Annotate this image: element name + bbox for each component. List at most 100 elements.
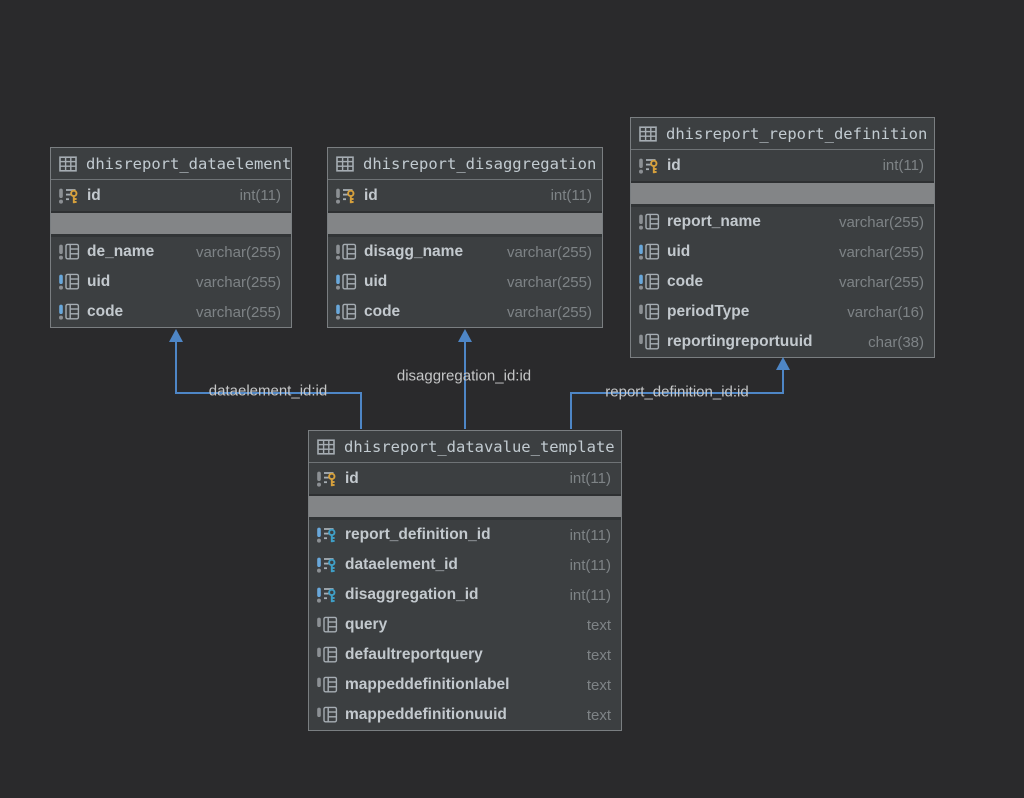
column-icon [639,273,660,290]
column-type: varchar(255) [195,303,281,321]
column-name: defaultreportquery [345,646,483,663]
column-icon [336,243,357,260]
column-type: varchar(255) [506,243,592,261]
column-icon-box [316,586,338,604]
column-name: id [345,469,359,487]
column-row[interactable]: id int(11) [328,180,602,213]
column-icon [639,243,660,260]
column-row[interactable]: periodType varchar(16) [631,297,934,327]
column-name: disaggregation_id [345,586,479,603]
column-row[interactable]: disagg_name varchar(255) [328,237,602,267]
primary-key-icon [336,188,355,204]
table-icon [639,125,657,142]
table-icon-box [336,155,354,172]
table-header[interactable]: dhisreport_disaggregation [328,148,602,180]
column-type: int(11) [239,187,281,204]
column-type: varchar(255) [195,273,281,291]
column-name: code [364,303,401,320]
column-type: varchar(255) [838,243,924,261]
column-icon [336,273,357,290]
table-header[interactable]: dhisreport_report_definition [631,118,934,150]
column-icon-box [335,187,357,205]
column-icon-box [638,303,660,321]
table-icon [59,155,77,172]
column-name: reportingreportuuid [667,333,813,350]
table-title: dhisreport_disaggregation [363,154,597,173]
table-icon-box [59,155,77,172]
column-name: disagg_name [364,243,464,260]
column-name: code [667,273,704,290]
column-icon-box [316,556,338,574]
column-icon-box [335,243,357,261]
column-name: uid [87,273,111,290]
table-header[interactable]: dhisreport_datavalue_template [309,431,621,463]
column-type: int(11) [569,470,611,487]
column-icon-box [638,213,660,231]
column-icon [639,303,660,320]
collapsed-columns-band [309,496,621,520]
column-name: report_name [667,213,761,230]
column-type: text [586,616,611,634]
relationship-label: disaggregation_id:id [396,367,532,385]
column-row[interactable]: uid varchar(255) [631,237,934,267]
column-row[interactable]: id int(11) [309,463,621,496]
table-header[interactable]: dhisreport_dataelement [51,148,291,180]
foreign-key-icon [317,557,336,573]
foreign-key-icon [317,527,336,543]
column-icon-box [316,616,338,634]
primary-key-icon [59,188,78,204]
column-row[interactable]: uid varchar(255) [51,267,291,297]
table-title: dhisreport_datavalue_template [344,437,615,456]
column-type: int(11) [569,526,611,544]
column-icon-box [638,157,660,175]
arrowhead-icon [776,357,790,370]
collapsed-columns-band [51,213,291,237]
column-icon [317,706,338,723]
column-type: varchar(255) [506,273,592,291]
table-title: dhisreport_dataelement [86,154,292,173]
column-icon [59,273,80,290]
column-type: int(11) [550,187,592,204]
column-icon [336,303,357,320]
table-icon-box [639,125,657,142]
column-icon-box [58,273,80,291]
column-type: varchar(255) [195,243,281,261]
column-icon-box [58,243,80,261]
column-icon-box [316,706,338,724]
column-icon-box [638,333,660,351]
column-icon-box [335,303,357,321]
column-icon [639,333,660,350]
column-icon-box [316,526,338,544]
column-type: text [586,706,611,724]
column-type: int(11) [882,157,924,174]
column-name: mappeddefinitionlabel [345,676,510,693]
column-type: int(11) [569,556,611,574]
column-name: periodType [667,303,750,320]
primary-key-icon [639,158,658,174]
column-icon [59,243,80,260]
column-type: varchar(16) [847,303,924,321]
foreign-key-icon [317,587,336,603]
column-name: uid [667,243,691,260]
column-name: id [364,186,378,204]
